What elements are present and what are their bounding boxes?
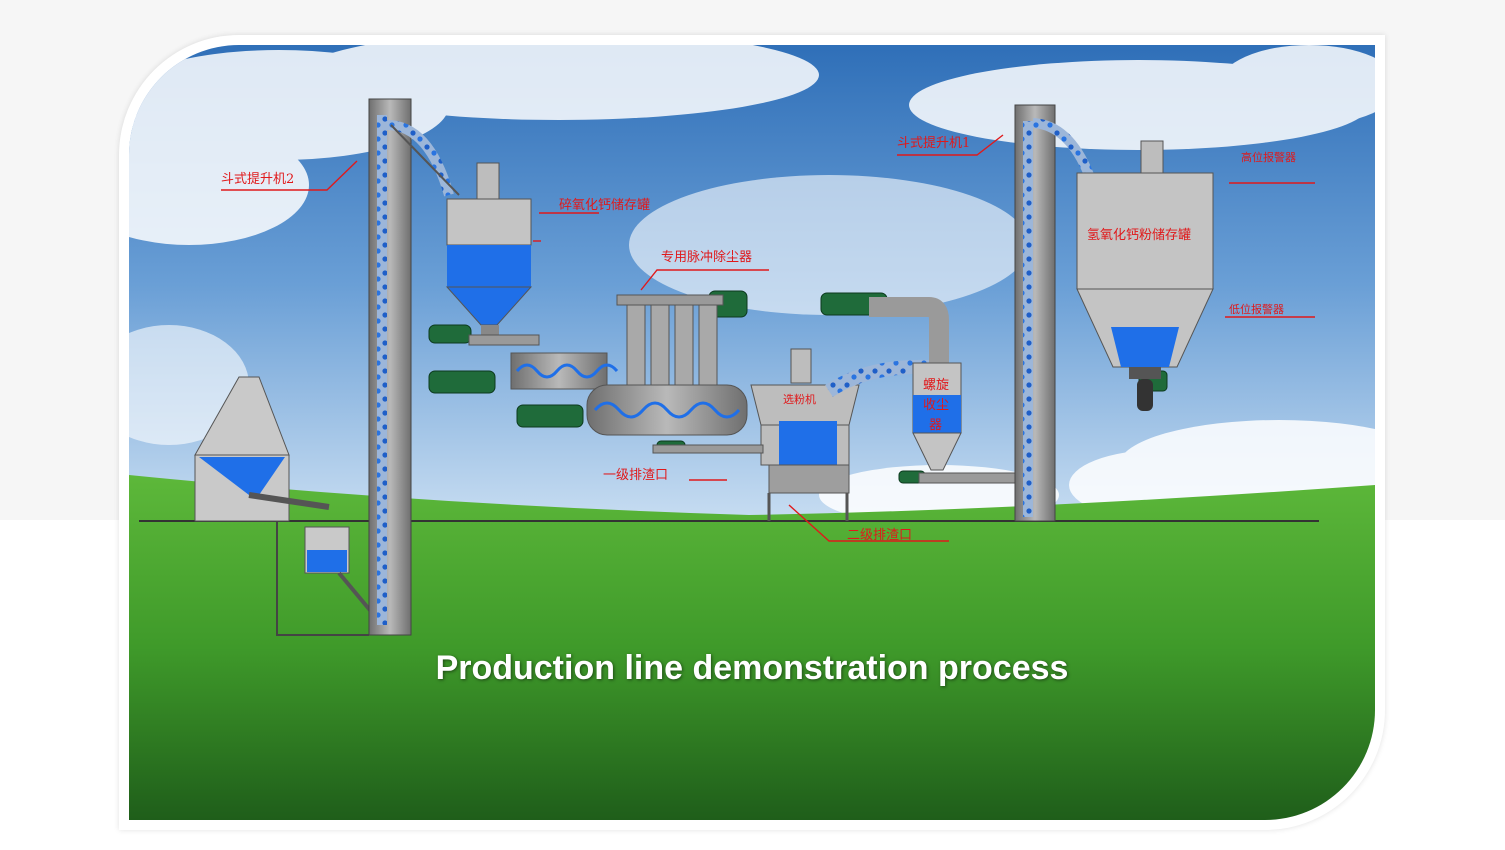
bucket-elevator-2 [368, 98, 460, 636]
label-pulse-dust-collector: 专用脉冲除尘器 [661, 250, 752, 265]
grass-field [129, 475, 1375, 820]
production-line-diagram: 斗式提升机2 碎氧化钙储存罐 专用脉冲除尘器 斗式提升机1 高位报警器 氢氧化钙… [129, 45, 1375, 820]
pulse-dust-collector [616, 294, 724, 386]
air-duct [869, 297, 949, 365]
label-high-level-alarm: 高位报警器 [1241, 150, 1296, 164]
raw-storage-tank [445, 162, 533, 335]
label-product-storage-tank: 氢氧化钙粉储存罐 [1087, 228, 1191, 243]
bucket-elevator-1 [1014, 104, 1094, 522]
label-discharge-2: 二级排渣口 [847, 528, 912, 543]
label-bucket-elevator-2: 斗式提升机2 [221, 171, 294, 187]
cyclone-collector [912, 362, 1020, 484]
label-bucket-elevator-1: 斗式提升机1 [897, 135, 970, 151]
label-discharge-1: 一级排渣口 [603, 468, 668, 483]
label-leaders [221, 134, 1315, 542]
label-cyclone-line3: 器 [929, 418, 942, 433]
screw-conveyors [468, 334, 748, 436]
label-classifier: 选粉机 [783, 392, 816, 406]
label-cyclone-line2: 收尘 [923, 398, 949, 413]
label-cyclone-line1: 螺旋 [923, 378, 949, 393]
classifier [652, 348, 930, 521]
clouds [129, 45, 1375, 525]
feed-hopper [194, 376, 376, 636]
product-storage-tank [1076, 140, 1214, 411]
caption: Production line demonstration process [435, 649, 1069, 687]
label-raw-storage-tank: 碎氧化钙储存罐 [559, 198, 650, 213]
label-low-level-alarm: 低位报警器 [1229, 302, 1284, 316]
